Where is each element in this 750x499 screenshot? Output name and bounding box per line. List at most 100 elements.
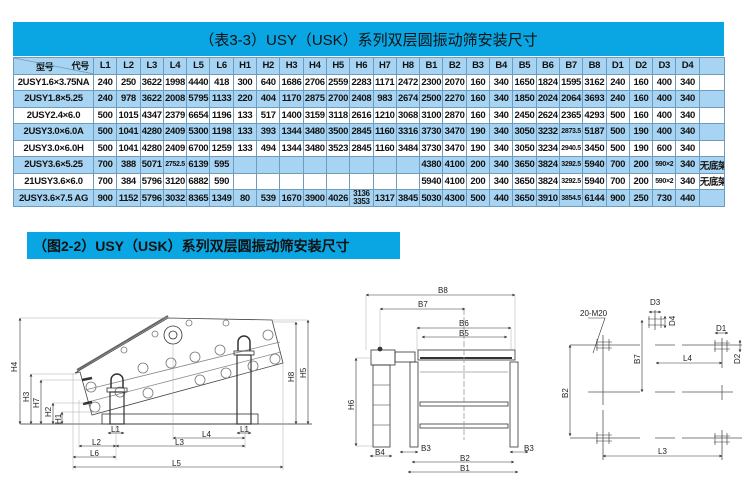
label-H3: H3 <box>22 391 31 402</box>
value-cell: 80 <box>232 189 258 207</box>
label-L1-right: L1 <box>240 425 249 434</box>
value-cell: 2270 <box>442 90 467 108</box>
value-cell: 3292.5 <box>558 172 584 190</box>
label-D2: D2 <box>733 353 742 364</box>
value-cell: 5940 <box>582 156 607 174</box>
value-cell: 440 <box>489 189 514 207</box>
value-cell: 3480 <box>302 139 327 157</box>
value-cell <box>256 172 281 190</box>
value-cell: 340 <box>489 172 514 190</box>
value-cell: 6144 <box>582 189 607 207</box>
label-B8: B8 <box>438 286 448 295</box>
value-cell: 4100 <box>442 172 467 190</box>
value-cell <box>256 156 281 174</box>
value-cell: 2674 <box>395 90 421 108</box>
value-cell: 1670 <box>279 189 304 207</box>
value-cell: 240 <box>92 90 118 108</box>
value-cell: 2706 <box>302 73 327 91</box>
value-cell: 2845 <box>349 123 374 141</box>
label-H6: H6 <box>347 399 356 410</box>
value-cell: 250 <box>628 189 654 207</box>
value-cell: 200 <box>465 172 491 190</box>
front-view-drawing: B8 B7 B6 B5 H6 B4 B3 B3 B2 B1 <box>347 286 534 474</box>
value-cell: 3470 <box>442 123 467 141</box>
figure-title: （图2-2）USY（USK）系列双层圆振动筛安装尺寸 <box>27 232 400 259</box>
value-cell: 700 <box>605 156 630 174</box>
value-cell: 2472 <box>395 73 421 91</box>
column-header-H4: H4 <box>302 57 327 75</box>
value-cell: 404 <box>256 90 281 108</box>
value-cell: 340 <box>489 73 514 91</box>
label-B1: B1 <box>460 464 470 473</box>
value-cell: 3622 <box>139 90 164 108</box>
value-cell: 4100 <box>442 156 467 174</box>
value-cell: 3050 <box>512 139 537 157</box>
value-cell: 2379 <box>162 106 188 124</box>
label-20-M20: 20-M20 <box>580 309 608 318</box>
value-cell: 3162 <box>582 73 607 91</box>
column-header-D3: D3 <box>652 57 677 75</box>
label-H5: H5 <box>299 367 308 378</box>
value-cell <box>279 172 304 190</box>
value-cell: 340 <box>675 156 700 174</box>
label-L1-left: L1 <box>111 425 120 434</box>
value-cell: 3845 <box>395 189 421 207</box>
value-cell: 2409 <box>162 123 188 141</box>
label-L6: L6 <box>90 449 99 458</box>
value-cell: 730 <box>652 189 677 207</box>
value-cell: 190 <box>465 139 491 157</box>
side-view-drawing: H4 H3 H7 H2 H1 H8 H5 L1 L1 L2 L3 L4 L6 L… <box>10 315 312 470</box>
value-cell: 4026 <box>325 189 351 207</box>
value-cell: 190 <box>628 123 654 141</box>
label-L4: L4 <box>202 430 211 439</box>
value-cell: 340 <box>675 73 700 91</box>
value-cell: 3120 <box>162 172 188 190</box>
value-cell <box>395 172 421 190</box>
value-cell: 500 <box>605 123 630 141</box>
column-header-L6: L6 <box>209 57 234 75</box>
value-cell: 3824 <box>535 172 560 190</box>
label-H1: H1 <box>54 413 63 424</box>
value-cell: 500 <box>92 123 118 141</box>
value-cell: 539 <box>256 189 281 207</box>
value-cell: 3650 <box>512 189 537 207</box>
value-cell: 1317 <box>372 189 397 207</box>
value-cell <box>698 189 725 207</box>
label-L4-plan: L4 <box>683 354 692 363</box>
value-cell: 340 <box>675 139 700 157</box>
column-header-B2: B2 <box>442 57 467 75</box>
value-cell: 200 <box>628 172 654 190</box>
label-B3-right: B3 <box>524 444 534 453</box>
value-cell: 3693 <box>582 90 607 108</box>
value-cell <box>395 156 421 174</box>
value-cell <box>698 139 725 157</box>
code-header: 代号 <box>71 61 90 71</box>
value-cell: 240 <box>605 73 630 91</box>
value-cell: 1160 <box>372 123 397 141</box>
foundation-plan-drawing: 20-M20 D3 D4 D1 D2 B7 B2 L4 L3 <box>561 298 742 460</box>
label-H2: H2 <box>44 406 53 417</box>
value-cell: 5300 <box>186 123 211 141</box>
value-cell: 900 <box>92 189 118 207</box>
value-cell: 900 <box>605 189 630 207</box>
value-cell: 3316 <box>395 123 421 141</box>
label-L3: L3 <box>175 438 184 447</box>
value-cell <box>698 73 725 91</box>
value-cell: 5071 <box>139 156 164 174</box>
value-cell: 590 <box>209 172 234 190</box>
value-cell <box>698 106 725 124</box>
value-cell: 2365 <box>558 106 584 124</box>
value-cell: 2559 <box>325 73 351 91</box>
label-D3: D3 <box>650 298 661 307</box>
column-header-H1: H1 <box>232 57 258 75</box>
label-H4: H4 <box>10 361 19 372</box>
value-cell: 3100 <box>419 106 444 124</box>
label-B2: B2 <box>460 454 470 463</box>
value-cell: 2873.5 <box>558 123 584 141</box>
